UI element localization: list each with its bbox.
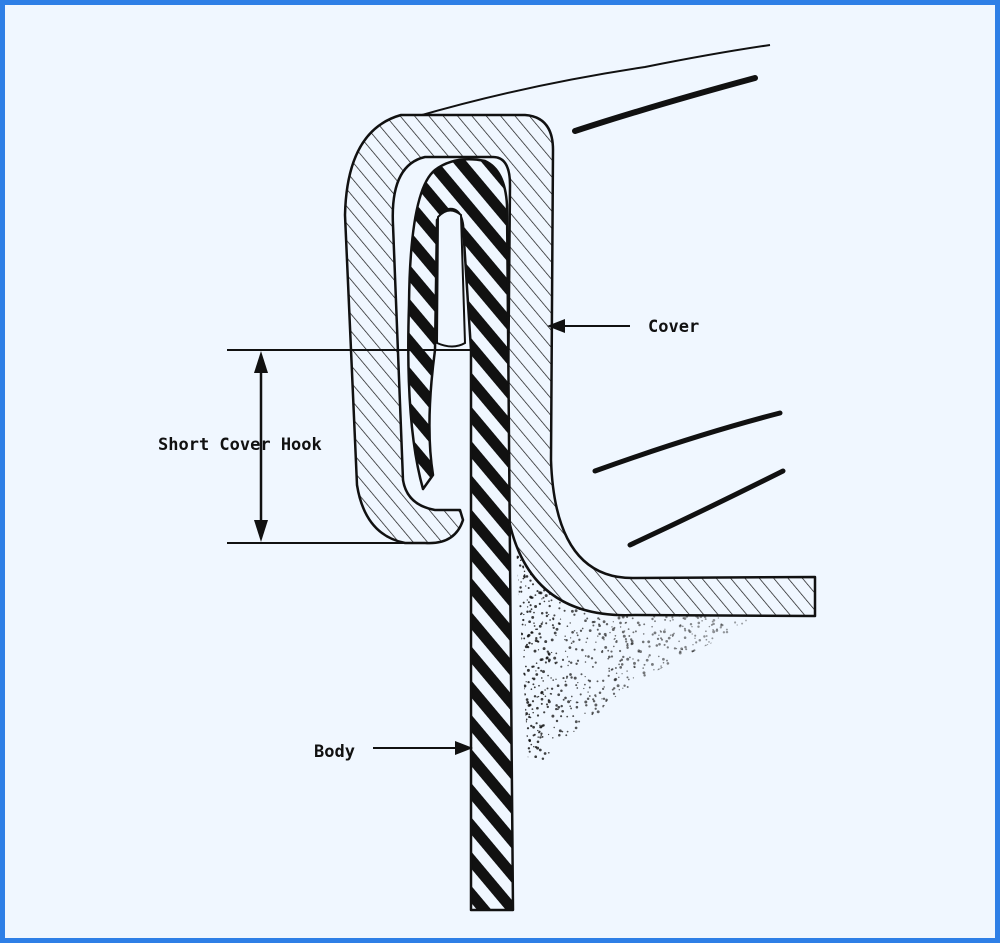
cover-shading-stroke bbox=[627, 468, 786, 548]
cover-section bbox=[343, 113, 817, 618]
cover-hook-diagram bbox=[227, 44, 817, 912]
cover-shading-stroke bbox=[572, 75, 758, 134]
body-hook-section bbox=[407, 158, 515, 912]
dimension-arrowhead-down bbox=[254, 520, 268, 542]
cover-top-curve bbox=[414, 44, 771, 118]
cover-leader-arrowhead bbox=[547, 319, 565, 333]
hook-slot bbox=[435, 209, 467, 348]
cover-label: Cover bbox=[648, 317, 700, 337]
body-label: Body bbox=[314, 742, 355, 762]
body-leader-arrowhead bbox=[455, 741, 473, 755]
short-cover-hook-label: Short Cover Hook bbox=[158, 435, 322, 455]
dimension-arrowhead-up bbox=[254, 351, 268, 373]
cover-shading-stroke bbox=[592, 410, 783, 474]
